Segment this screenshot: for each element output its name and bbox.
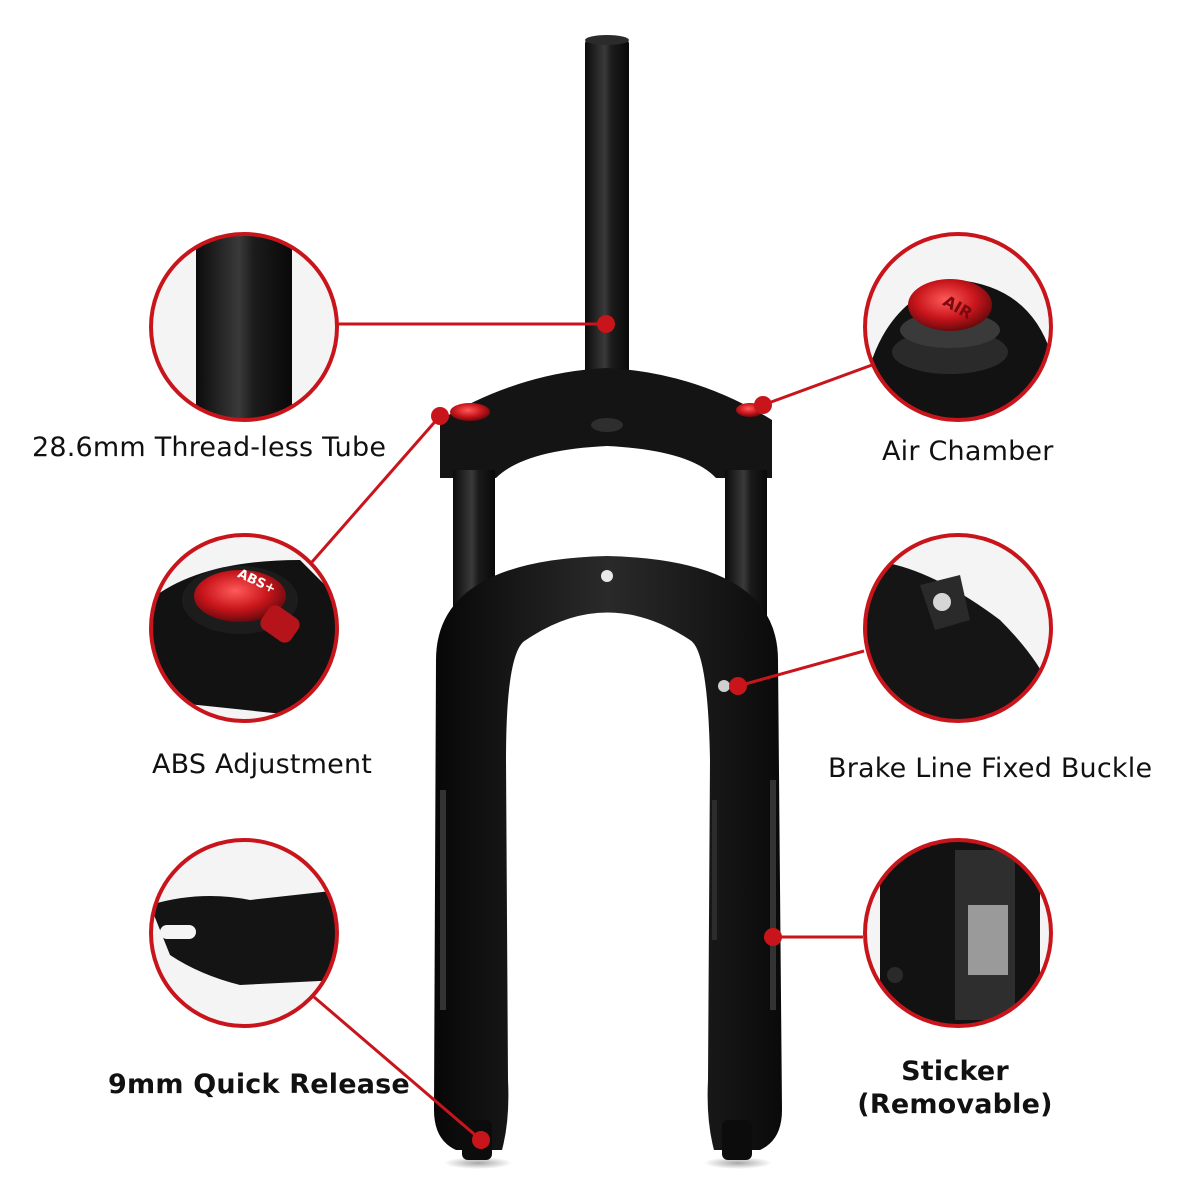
- label-abs-adjustment: ABS Adjustment: [152, 749, 373, 780]
- label-brake-line: Brake Line Fixed Buckle: [828, 753, 1153, 784]
- brake-line-buckle-small: [718, 680, 730, 692]
- buckle-bolt: [933, 593, 951, 611]
- label-quick-release: 9mm Quick Release: [108, 1069, 410, 1100]
- label-sticker: Sticker (Removable): [840, 1055, 1070, 1121]
- dot-steerer-tube: [597, 315, 615, 333]
- dot-sticker: [764, 928, 782, 946]
- lower-arch-and-legs: [434, 556, 782, 1150]
- suspension-fork: [434, 35, 782, 1169]
- dot-brake-line: [729, 677, 747, 695]
- detail-circle-quick-release: [149, 838, 339, 1028]
- dropout-right: [722, 1120, 752, 1160]
- label-sticker-line2: (Removable): [857, 1089, 1053, 1120]
- detail-circle-air-chamber: AIR: [863, 232, 1053, 422]
- label-air-chamber: Air Chamber: [882, 436, 1054, 467]
- steerer-tube: [585, 38, 629, 378]
- label-sticker-line1: Sticker: [901, 1056, 1009, 1087]
- crown-center-bolt: [591, 418, 623, 432]
- detail-circle-steerer-tube: [149, 232, 339, 422]
- steerer-tube-top: [585, 35, 629, 45]
- connector-quick-release: [313, 995, 482, 1142]
- detail-circle-brake-line: [863, 533, 1053, 723]
- left-leg-decal: [440, 790, 446, 1010]
- detail-circle-sticker: [863, 838, 1053, 1028]
- dot-abs-adjustment: [431, 407, 449, 425]
- right-leg-decal: [770, 780, 776, 1010]
- callout-dots: [431, 315, 782, 1149]
- air-cap: [908, 279, 992, 331]
- connector-brake-line: [737, 649, 865, 688]
- dot-air-chamber: [754, 396, 772, 414]
- abs-knob: [194, 570, 286, 622]
- dot-quick-release: [472, 1131, 490, 1149]
- abs-knob-small: [450, 403, 490, 421]
- right-leg-decal-inner: [712, 800, 717, 940]
- callout-connectors: [310, 322, 873, 1142]
- shadow-right-leg: [704, 1157, 772, 1169]
- connector-abs-adjustment: [310, 415, 442, 563]
- shadow-left-leg: [444, 1157, 512, 1169]
- label-steerer-tube: 28.6mm Thread-less Tube: [32, 432, 387, 463]
- detail-circle-abs-adjustment: ABS+: [149, 533, 339, 723]
- arch-bolt-hole: [601, 570, 613, 582]
- connector-air-chamber: [762, 363, 873, 407]
